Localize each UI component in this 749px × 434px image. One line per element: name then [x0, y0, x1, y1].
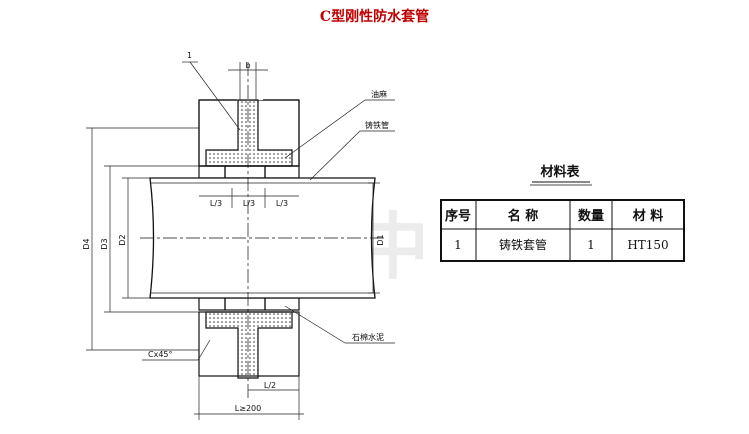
table-header-index: 序号 [445, 208, 471, 224]
material-table: 材料表 序号 名 称 数量 材 料 1 铸铁套管 1 HT150 [440, 164, 685, 262]
label-asbestos-cement: 石棉水泥 [352, 332, 384, 342]
table-cell-index: 1 [454, 238, 462, 252]
table-cell-quantity: 1 [587, 238, 595, 252]
dimension-l-min: L≥200 [235, 404, 261, 413]
table-header-name: 名 称 [508, 208, 539, 224]
dimension-d1: D1 [376, 234, 385, 245]
dimension-l3-left: L/3 [210, 199, 222, 208]
page-title: C型刚性防水套管 [319, 9, 430, 25]
dimension-b: b [245, 61, 250, 70]
table-header-quantity: 数量 [578, 208, 604, 224]
lower-sleeve-flange [198, 297, 300, 379]
label-cast-iron-pipe: 铸铁管 [365, 120, 389, 130]
table-cell-name: 铸铁套管 [499, 237, 547, 252]
callout-number: 1 [187, 51, 192, 60]
dimension-l3-right: L/3 [276, 199, 288, 208]
dimension-d4: D4 [82, 238, 91, 249]
dimension-d2: D2 [118, 234, 127, 245]
label-oil-hemp: 油麻 [371, 89, 387, 99]
dimension-l-half: L/2 [264, 381, 276, 390]
table-header-material: 材 料 [633, 208, 664, 224]
cast-iron-pipe [140, 62, 385, 400]
dimension-l3-mid: L/3 [243, 199, 255, 208]
dimension-chamfer: Cx45° [148, 350, 173, 359]
upper-sleeve-flange [198, 99, 300, 179]
table-cell-material: HT150 [627, 238, 668, 252]
dimension-d3: D3 [100, 238, 109, 249]
material-table-title: 材料表 [540, 164, 580, 180]
